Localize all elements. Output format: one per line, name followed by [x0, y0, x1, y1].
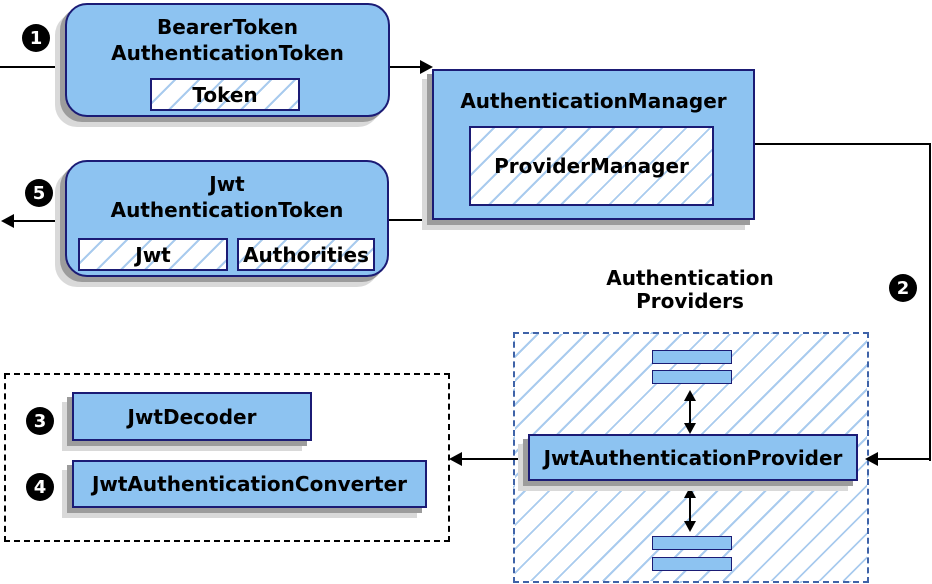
step-1-badge: 1: [22, 24, 50, 52]
manager-to-jwt-line: [389, 219, 433, 221]
providers-bottom-doublearrow-down-icon: [684, 521, 696, 532]
provider-placeholder-bar: [652, 370, 732, 384]
jwt-authentication-token-node: Jwt AuthenticationToken Jwt Authorities: [65, 160, 389, 277]
step-2-badge: 2: [889, 274, 917, 302]
provider-to-decoder-arrowhead-icon: [449, 452, 462, 466]
provider-placeholder-bar: [652, 557, 732, 571]
manager-to-provider-arrowhead-icon: [865, 452, 878, 466]
bearer-token-node-title: BearerToken AuthenticationToken: [67, 5, 388, 66]
bearer-to-manager-line: [390, 66, 421, 68]
authentication-providers-label-line1: Authentication: [606, 266, 774, 290]
providers-bottom-doublearrow-shaft: [689, 497, 691, 522]
token-chip: Token: [150, 78, 300, 111]
authorities-chip: Authorities: [237, 238, 375, 271]
manager-to-provider-line-horizontal: [755, 143, 931, 145]
jwt-authentication-converter-node: JwtAuthenticationConverter: [72, 460, 427, 508]
jwt-token-title-line1: Jwt: [209, 172, 245, 196]
jwt-outgoing-line: [14, 220, 66, 222]
bearer-token-authentication-token-node: BearerToken AuthenticationToken Token: [65, 3, 390, 117]
jwt-token-title-line2: AuthenticationToken: [110, 198, 344, 222]
jwt-authentication-provider-node: JwtAuthenticationProvider: [528, 434, 858, 481]
authentication-providers-label: Authentication Providers: [545, 267, 835, 313]
authentication-manager-node: AuthenticationManager ProviderManager: [432, 69, 755, 220]
manager-to-provider-line-vertical: [929, 143, 931, 461]
step-4-badge: 4: [26, 473, 54, 501]
jwt-decoder-node: JwtDecoder: [72, 392, 312, 441]
bearer-token-title-line2: AuthenticationToken: [111, 41, 344, 65]
provider-manager-chip: ProviderManager: [469, 126, 714, 206]
incoming-request-line: [0, 66, 65, 68]
provider-to-decoder-line: [462, 458, 528, 460]
providers-top-doublearrow-shaft: [689, 399, 691, 424]
authentication-providers-label-line2: Providers: [636, 289, 744, 313]
providers-bottom-doublearrow-up-icon: [684, 487, 696, 498]
jwt-token-node-title: Jwt AuthenticationToken: [67, 162, 387, 223]
step-3-badge: 3: [26, 407, 54, 435]
jwt-chip: Jwt: [78, 238, 228, 271]
provider-placeholder-bar: [652, 350, 732, 364]
providers-top-doublearrow-down-icon: [684, 423, 696, 434]
manager-to-provider-line-return: [878, 458, 930, 460]
bearer-to-manager-arrowhead-icon: [420, 60, 433, 74]
provider-placeholder-bar: [652, 536, 732, 550]
bearer-token-title-line1: BearerToken: [157, 15, 298, 39]
authentication-manager-title: AuthenticationManager: [460, 89, 727, 113]
step-5-badge: 5: [25, 179, 53, 207]
jwt-outgoing-arrowhead-icon: [1, 214, 14, 228]
providers-top-doublearrow-up-icon: [684, 390, 696, 401]
